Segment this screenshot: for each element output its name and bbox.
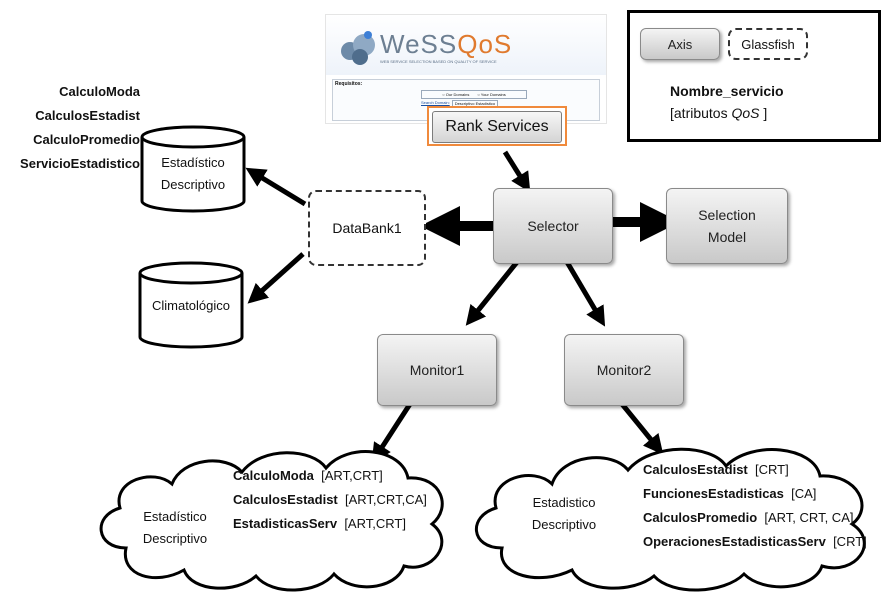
legend-box: Axis Glassfish Nombre_servicio [atributo…	[627, 10, 881, 142]
selection-model-node: Selection Model	[666, 188, 788, 264]
selector-node: Selector	[493, 188, 613, 264]
monitor1-node: Monitor1	[377, 334, 497, 406]
wessqos-requisites-label: Requisitos:	[335, 81, 363, 87]
wessqos-radio-our[interactable]: ○ Our Domains	[442, 92, 470, 97]
arrow-selector-to-monitor2	[564, 260, 606, 327]
database-climatologico-cylinder	[138, 261, 244, 349]
legend-atributos: [atributos QoS ]	[670, 105, 768, 121]
list-item: CalculosEstadist [ART,CRT,CA]	[233, 492, 427, 507]
service-name: CalculosEstadist	[35, 108, 140, 123]
cloud-left	[99, 450, 444, 592]
arrow-databank-to-db2	[247, 252, 305, 304]
legend-glassfish-node: Glassfish	[728, 28, 808, 60]
wessqos-logo-text: WeSSQoS	[380, 29, 513, 59]
rank-services-label: Rank Services	[432, 111, 562, 143]
list-item: CalculoModa [ART,CRT]	[233, 468, 383, 483]
wessqos-radio-group: ○ Our Domains ○ Your Domains	[421, 90, 527, 99]
rank-services-button[interactable]: Rank Services	[427, 106, 567, 146]
database-estadistico-label: Estadístico Descriptivo	[160, 155, 226, 192]
cloud-right	[475, 447, 866, 592]
arrow-monitor2-to-cloud	[620, 402, 664, 455]
cloud-left-label: Estadístico Descriptivo	[142, 509, 208, 546]
monitor2-node: Monitor2	[564, 334, 684, 406]
monitor2-service-list: CalculosEstadist [CRT] FuncionesEstadist…	[643, 458, 867, 554]
db1-service-list: CalculoModa CalculosEstadist CalculoProm…	[20, 80, 140, 176]
arrow-monitor1-to-cloud	[371, 402, 413, 464]
wessqos-header: WeSSQoS WEB SERVICE SELECTION BASED ON Q…	[326, 15, 606, 75]
arrow-rank-to-selector	[502, 150, 531, 193]
legend-nombre-servicio: Nombre_servicio	[670, 83, 784, 99]
list-item: CalculosEstadist [CRT]	[643, 462, 789, 477]
wessqos-screenshot: WeSSQoS WEB SERVICE SELECTION BASED ON Q…	[325, 14, 607, 124]
legend-axis-node: Axis	[640, 28, 720, 60]
service-name: CalculoModa	[59, 84, 140, 99]
wessqos-search-label: Search Domain:	[421, 100, 450, 105]
databank-node: DataBank1	[308, 190, 426, 266]
service-name: CalculoPromedio	[33, 132, 140, 147]
wessqos-logo-icon	[341, 31, 375, 65]
monitor1-service-list: CalculoModa [ART,CRT] CalculosEstadist […	[233, 464, 427, 536]
database-climatologico-label: Climatológico	[151, 298, 231, 313]
list-item: FuncionesEstadisticas [CA]	[643, 486, 817, 501]
wessqos-radio-your[interactable]: ○ Your Domains	[477, 92, 506, 97]
service-name: ServicioEstadistico	[20, 156, 140, 171]
wessqos-tagline: WEB SERVICE SELECTION BASED ON QUALITY O…	[380, 59, 497, 64]
arrow-databank-to-db1	[245, 167, 307, 207]
cloud-right-label: Estadistico Descriptivo	[531, 495, 597, 532]
database-estadistico-cylinder	[140, 125, 246, 213]
list-item: EstadisticasServ [ART,CRT]	[233, 516, 406, 531]
arrow-selector-to-monitor1	[465, 260, 519, 326]
list-item: OperacionesEstadisticasServ [CRT]	[643, 534, 867, 549]
list-item: CalculosPromedio [ART, CRT, CA]	[643, 510, 854, 525]
